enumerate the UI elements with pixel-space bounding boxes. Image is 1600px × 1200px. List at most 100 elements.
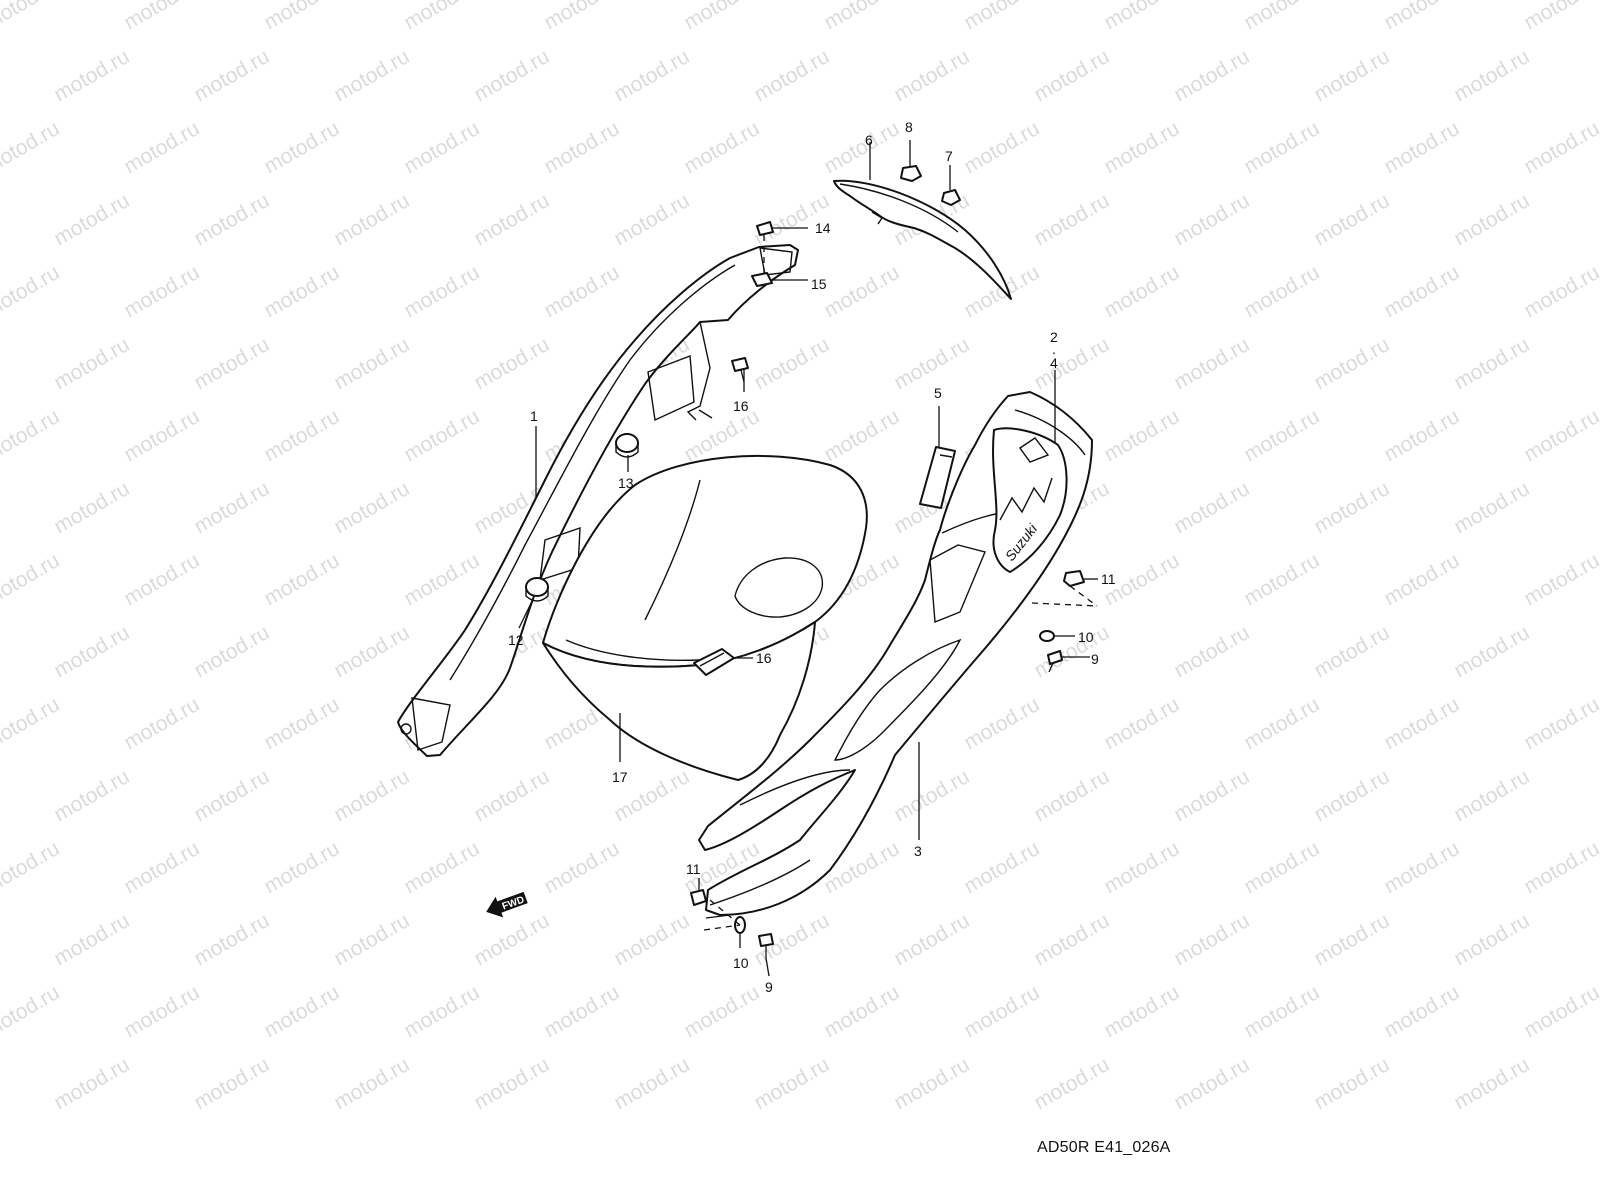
watermark-text: motod.ru xyxy=(120,693,203,754)
watermark-text: motod.ru xyxy=(1450,909,1533,970)
watermark-text: motod.ru xyxy=(1030,1053,1113,1114)
watermark-text: motod.ru xyxy=(1100,405,1183,466)
watermark-text: motod.ru xyxy=(400,549,483,610)
callout-12: 12 xyxy=(508,632,524,648)
watermark-text: motod.ru xyxy=(1100,837,1183,898)
watermark-text: motod.ru xyxy=(50,333,133,394)
watermark-text: motod.ru xyxy=(1380,261,1463,322)
part-5-seal-strip xyxy=(919,446,956,509)
watermark-text: motod.ru xyxy=(120,0,203,34)
part-11-nut-lower xyxy=(690,889,707,906)
watermark-text: motod.ru xyxy=(1170,621,1253,682)
watermark-text: motod.ru xyxy=(330,621,413,682)
part-8-clip xyxy=(900,165,922,182)
watermark-text: motod.ru xyxy=(0,0,63,34)
watermark-text: motod.ru xyxy=(540,261,623,322)
watermark-text: motod.ru xyxy=(330,1053,413,1114)
callout-8: 8 xyxy=(905,119,913,135)
watermark-text: motod.ru xyxy=(1100,261,1183,322)
callout-13: 13 xyxy=(618,475,634,491)
watermark-text: motod.ru xyxy=(680,981,763,1042)
watermark-text: motod.ru xyxy=(890,1053,973,1114)
watermark-text: motod.ru xyxy=(330,765,413,826)
watermark-text: motod.ru xyxy=(1450,765,1533,826)
watermark-text: motod.ru xyxy=(50,765,133,826)
watermark-text: motod.ru xyxy=(1380,981,1463,1042)
watermark-text: motod.ru xyxy=(820,0,903,34)
watermark-text: motod.ru xyxy=(330,909,413,970)
watermark-text: motod.ru xyxy=(1170,477,1253,538)
watermark-text: motod.ru xyxy=(820,117,903,178)
watermark-text: motod.ru xyxy=(1520,261,1600,322)
watermark-text: motod.ru xyxy=(1380,0,1463,34)
watermark-text: motod.ru xyxy=(1240,405,1323,466)
watermark-text: motod.ru xyxy=(1450,333,1533,394)
watermark-text: motod.ru xyxy=(0,549,63,610)
watermark-text: motod.ru xyxy=(190,621,273,682)
watermark-text: motod.ru xyxy=(1450,189,1533,250)
watermark-text: motod.ru xyxy=(1240,837,1323,898)
watermark-text: motod.ru xyxy=(190,189,273,250)
callout-11-lower: 11 xyxy=(686,861,701,877)
watermark-text: motod.ru xyxy=(330,477,413,538)
watermark-text: motod.ru xyxy=(960,117,1043,178)
callout-4: 4 xyxy=(1050,355,1058,371)
callout-14: 14 xyxy=(815,220,831,236)
watermark-text: motod.ru xyxy=(1170,765,1253,826)
fwd-label: FWD xyxy=(501,894,526,912)
watermark-text: motod.ru xyxy=(540,0,623,34)
watermark-text: motod.ru xyxy=(960,981,1043,1042)
callout-5: 5 xyxy=(934,385,942,401)
watermark-text: motod.ru xyxy=(960,693,1043,754)
watermark-text: motod.ru xyxy=(890,765,973,826)
part-10-washer-right xyxy=(1039,630,1055,642)
watermark-text: motod.ru xyxy=(330,333,413,394)
watermark-text: motod.ru xyxy=(750,333,833,394)
part-13-grommet xyxy=(615,433,639,458)
callout-2: 2 xyxy=(1050,329,1058,345)
watermark-text: motod.ru xyxy=(960,261,1043,322)
part-3-right-frame-cover xyxy=(698,391,1093,916)
watermark-text: motod.ru xyxy=(540,837,623,898)
watermark-text: motod.ru xyxy=(0,837,63,898)
watermark-text: motod.ru xyxy=(400,981,483,1042)
watermark-text: motod.ru xyxy=(1240,117,1323,178)
watermark-text: motod.ru xyxy=(190,333,273,394)
watermark-text: motod.ru xyxy=(1310,189,1393,250)
watermark-text: motod.ru xyxy=(470,189,553,250)
watermark-text: motod.ru xyxy=(1520,837,1600,898)
watermark-text: motod.ru xyxy=(1380,405,1463,466)
watermark-text: motod.ru xyxy=(120,837,203,898)
watermark-text: motod.ru xyxy=(820,261,903,322)
part-1-left-frame-cover xyxy=(397,244,799,757)
watermark-text: motod.ru xyxy=(400,405,483,466)
watermark-text: motod.ru xyxy=(960,0,1043,34)
watermark-text: motod.ru xyxy=(400,0,483,34)
watermark-text: motod.ru xyxy=(260,837,343,898)
watermark-text: motod.ru xyxy=(1520,981,1600,1042)
watermark-text: motod.ru xyxy=(260,405,343,466)
watermark-text: motod.ru xyxy=(1030,45,1113,106)
callout-7: 7 xyxy=(945,148,953,164)
watermark-text: motod.ru xyxy=(400,117,483,178)
watermark-text: motod.ru xyxy=(330,189,413,250)
callout-6: 6 xyxy=(865,132,873,148)
watermark-text: motod.ru xyxy=(1520,549,1600,610)
watermark-text: motod.ru xyxy=(1030,621,1113,682)
watermark-text: motod.ru xyxy=(610,909,693,970)
watermark-text: motod.ru xyxy=(1450,45,1533,106)
part-2-4-decal: Suzuki xyxy=(992,427,1068,573)
watermark-text: motod.ru xyxy=(610,189,693,250)
watermark-text: motod.ru xyxy=(190,909,273,970)
watermark-text: motod.ru xyxy=(680,0,763,34)
watermark-text: motod.ru xyxy=(260,117,343,178)
watermark-text: motod.ru xyxy=(1240,549,1323,610)
callout-11-right: 11 xyxy=(1101,571,1116,587)
part-7-clip xyxy=(941,189,961,206)
watermark-text: motod.ru xyxy=(470,45,553,106)
watermark-text: motod.ru xyxy=(680,117,763,178)
watermark-text: motod.ru xyxy=(1240,261,1323,322)
watermark-text: motod.ru xyxy=(0,261,63,322)
part-14-screw xyxy=(756,221,774,236)
watermark-text: motod.ru xyxy=(1170,189,1253,250)
